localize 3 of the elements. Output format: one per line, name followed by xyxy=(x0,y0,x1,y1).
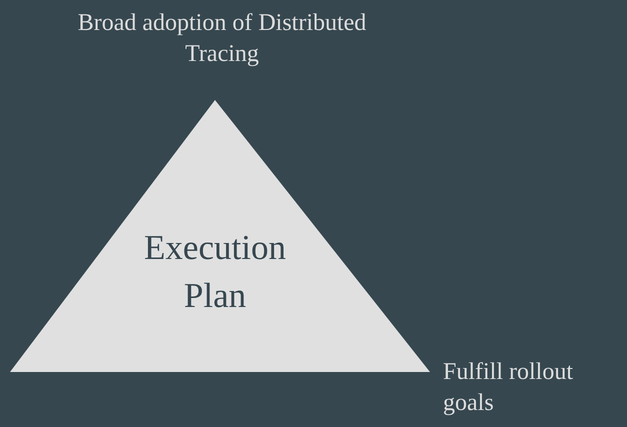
vertex-label: Broad adoption of Distributed Tracing xyxy=(76,9,368,69)
vertex-label: Fulfill rollout goals xyxy=(443,358,574,418)
triangle-label: Execution Plan xyxy=(143,227,287,317)
